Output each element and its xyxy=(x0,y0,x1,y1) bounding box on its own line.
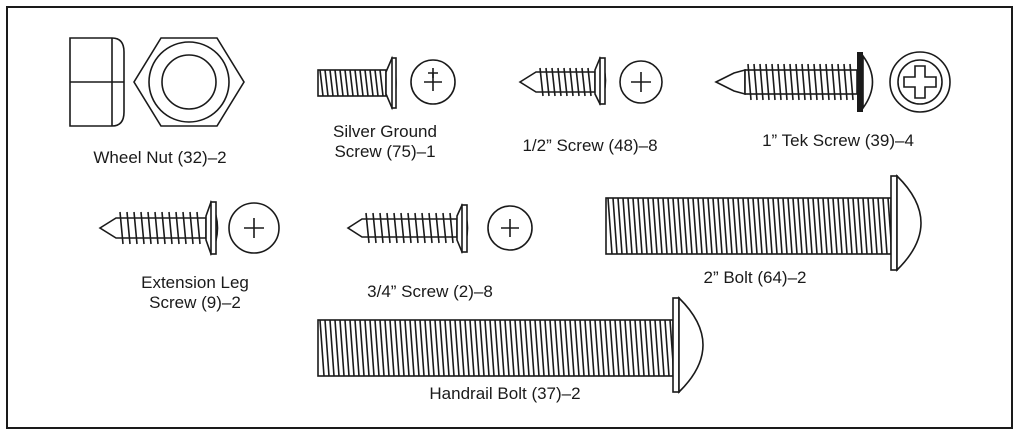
half-inch-screw-label: 1/2” Screw (48)–8 xyxy=(522,136,658,155)
silver-ground-screw-head-icon xyxy=(410,59,456,105)
three-quarter-screw-icon xyxy=(346,203,469,254)
tek-screw-label: 1” Tek Screw (39)–4 xyxy=(762,131,914,150)
silver-ground-screw-icon xyxy=(317,55,397,111)
wheel-nut-hex-icon xyxy=(133,37,245,127)
tek-screw-icon xyxy=(714,52,874,112)
three-quarter-screw-head-icon xyxy=(487,205,533,251)
extension-leg-screw-label-line2: Screw (9)–2 xyxy=(149,293,241,312)
silver-ground-screw-label-line1: Silver Ground xyxy=(333,122,437,141)
extension-leg-screw-head-icon xyxy=(228,202,280,254)
tek-screw-head-icon xyxy=(889,51,951,113)
three-quarter-screw-label: 3/4” Screw (2)–8 xyxy=(367,282,493,301)
handrail-bolt-icon xyxy=(317,296,704,394)
extension-leg-screw-icon xyxy=(98,199,219,257)
wheel-nut-side-icon xyxy=(69,37,125,127)
two-inch-bolt-label: 2” Bolt (64)–2 xyxy=(703,268,807,287)
two-inch-bolt-icon xyxy=(605,174,922,272)
half-inch-screw-head-icon xyxy=(619,60,663,104)
half-inch-screw-icon xyxy=(518,56,607,106)
extension-leg-screw-label-line1: Extension Leg xyxy=(141,273,249,292)
extension-leg-screw-label: Extension Leg Screw (9)–2 xyxy=(110,273,280,313)
wheel-nut-label: Wheel Nut (32)–2 xyxy=(93,148,227,167)
handrail-bolt-label: Handrail Bolt (37)–2 xyxy=(429,384,581,403)
silver-ground-screw-label: Silver Ground Screw (75)–1 xyxy=(300,122,470,162)
silver-ground-screw-label-line2: Screw (75)–1 xyxy=(334,142,436,161)
